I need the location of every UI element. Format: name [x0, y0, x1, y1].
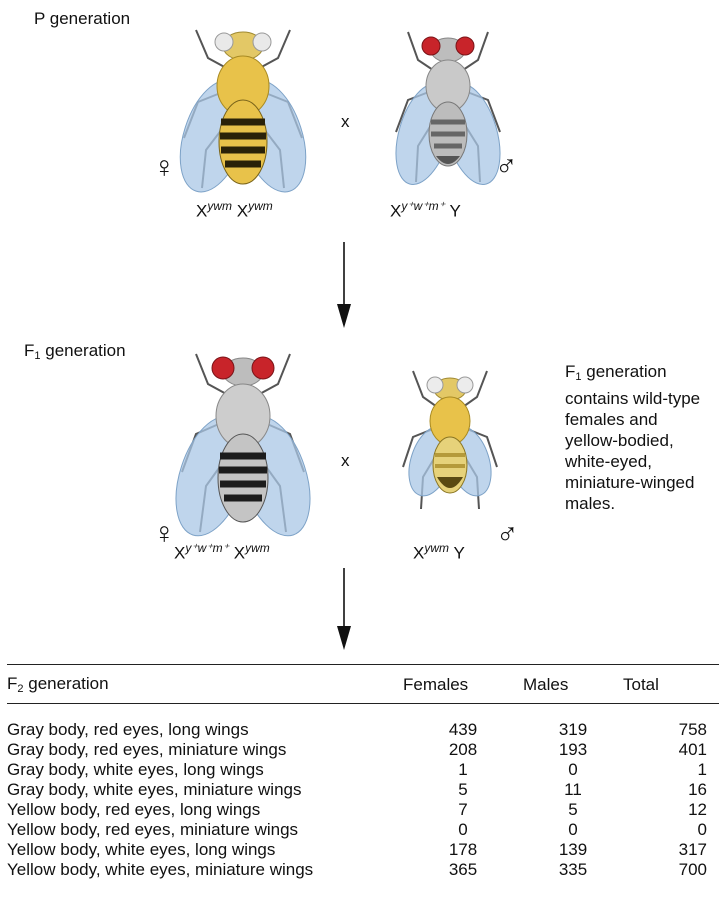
- p-female-sign-icon: ♀: [153, 153, 176, 183]
- p-female-genotype-x1: X: [196, 202, 207, 221]
- females-cell: 5: [403, 780, 523, 800]
- f1-female-genotype-x2: X: [234, 544, 245, 563]
- f1-note-line-3: yellow-bodied,: [565, 430, 715, 451]
- table-row: Yellow body, white eyes, miniature wings…: [7, 860, 719, 880]
- phenotype-cell: Gray body, red eyes, long wings: [7, 704, 403, 741]
- f1-male-genotype: Xywm Y: [413, 541, 465, 564]
- p-male-genotype: Xy⁺w⁺m⁺ Y: [390, 199, 461, 222]
- males-cell: 193: [523, 740, 623, 760]
- females-cell: 1: [403, 760, 523, 780]
- p-generation-title: P generation: [34, 9, 130, 29]
- f1-female-genotype: Xy⁺w⁺m⁺ Xywm: [174, 541, 270, 564]
- f2-header-rest: generation: [24, 674, 109, 693]
- phenotype-cell: Yellow body, white eyes, long wings: [7, 840, 403, 860]
- phenotype-cell: Gray body, white eyes, miniature wings: [7, 780, 403, 800]
- f1-female-genotype-allele2: ywm: [245, 541, 270, 555]
- males-cell: 335: [523, 860, 623, 880]
- males-cell: 139: [523, 840, 623, 860]
- phenotype-cell: Yellow body, white eyes, miniature wings: [7, 860, 403, 880]
- f1-note-line-2: females and: [565, 409, 715, 430]
- females-cell: 178: [403, 840, 523, 860]
- f2-generation-table: F2 generation Females Males Total Gray b…: [7, 664, 719, 880]
- females-column-header: Females: [403, 665, 523, 704]
- females-cell: 0: [403, 820, 523, 840]
- table-row: Gray body, red eyes, miniature wings 208…: [7, 740, 719, 760]
- males-cell: 319: [523, 704, 623, 741]
- total-cell: 317: [623, 840, 719, 860]
- males-column-header: Males: [523, 665, 623, 704]
- f1-note-prefix-sub: 1: [575, 371, 581, 383]
- table-header-row: F2 generation Females Males Total: [7, 665, 719, 704]
- p-female-genotype: Xywm Xywm: [196, 199, 273, 222]
- f2-header-main: F: [7, 674, 17, 693]
- total-cell: 12: [623, 800, 719, 820]
- total-cell: 0: [623, 820, 719, 840]
- table-row: Yellow body, white eyes, long wings 178 …: [7, 840, 719, 860]
- f2-column-header: F2 generation: [7, 665, 403, 704]
- f1-note-first-line: F1 generation: [565, 361, 715, 388]
- f1-male-fly-illustration: [395, 363, 505, 515]
- phenotype-cell: Gray body, red eyes, miniature wings: [7, 740, 403, 760]
- males-cell: 0: [523, 760, 623, 780]
- f1-female-fly-illustration: [168, 346, 318, 540]
- males-cell: 11: [523, 780, 623, 800]
- f1-generation-title: F1 generation: [24, 341, 126, 362]
- total-column-header: Total: [623, 665, 719, 704]
- f1-male-genotype-allele: ywm: [424, 541, 449, 555]
- table-row: Gray body, white eyes, miniature wings 5…: [7, 780, 719, 800]
- f1-title-rest: generation: [41, 341, 126, 360]
- p-female-genotype-x2: X: [237, 202, 248, 221]
- f1-female-genotype-x1: X: [174, 544, 185, 563]
- f1-note-line-1: contains wild-type: [565, 388, 715, 409]
- p-female-genotype-allele1: ywm: [207, 199, 232, 213]
- total-cell: 1: [623, 760, 719, 780]
- p-male-genotype-y: Y: [449, 202, 460, 221]
- f1-description-note: F1 generation contains wild-type females…: [565, 361, 715, 514]
- down-arrow-icon: [334, 242, 354, 328]
- f1-male-sign-icon: ♂: [496, 520, 519, 550]
- f1-note-line-4: white-eyed,: [565, 451, 715, 472]
- f1-male-genotype-y: Y: [453, 544, 464, 563]
- phenotype-cell: Yellow body, red eyes, miniature wings: [7, 820, 403, 840]
- f1-female-genotype-allele1: y⁺w⁺m⁺: [185, 541, 229, 555]
- f1-title-main: F: [24, 341, 34, 360]
- p-cross-symbol: x: [341, 112, 350, 132]
- p-male-sign-icon: ♂: [495, 152, 518, 182]
- females-cell: 208: [403, 740, 523, 760]
- f1-note-line-6: males.: [565, 493, 715, 514]
- total-cell: 700: [623, 860, 719, 880]
- f1-note-line-5: miniature-winged: [565, 472, 715, 493]
- table-row: Gray body, white eyes, long wings 1 0 1: [7, 760, 719, 780]
- table-body: Gray body, red eyes, long wings 439 319 …: [7, 704, 719, 881]
- total-cell: 758: [623, 704, 719, 741]
- f1-female-sign-icon: ♀: [153, 519, 176, 549]
- females-cell: 439: [403, 704, 523, 741]
- down-arrow-icon: [334, 568, 354, 650]
- total-cell: 401: [623, 740, 719, 760]
- f1-note-prefix: F: [565, 362, 575, 381]
- table-row: Yellow body, red eyes, long wings 7 5 12: [7, 800, 719, 820]
- total-cell: 16: [623, 780, 719, 800]
- p-male-genotype-x: X: [390, 202, 401, 221]
- f1-cross-symbol: x: [341, 451, 350, 471]
- f1-male-genotype-x: X: [413, 544, 424, 563]
- p-female-genotype-allele2: ywm: [248, 199, 273, 213]
- males-cell: 5: [523, 800, 623, 820]
- p-male-genotype-allele: y⁺w⁺m⁺: [401, 199, 445, 213]
- females-cell: 365: [403, 860, 523, 880]
- p-male-fly-illustration: [386, 22, 510, 190]
- table-row: Gray body, red eyes, long wings 439 319 …: [7, 704, 719, 741]
- females-cell: 7: [403, 800, 523, 820]
- phenotype-cell: Yellow body, red eyes, long wings: [7, 800, 403, 820]
- table-row: Yellow body, red eyes, miniature wings 0…: [7, 820, 719, 840]
- f1-note-line-0: generation: [586, 362, 666, 381]
- p-female-fly-illustration: [168, 18, 318, 194]
- males-cell: 0: [523, 820, 623, 840]
- phenotype-cell: Gray body, white eyes, long wings: [7, 760, 403, 780]
